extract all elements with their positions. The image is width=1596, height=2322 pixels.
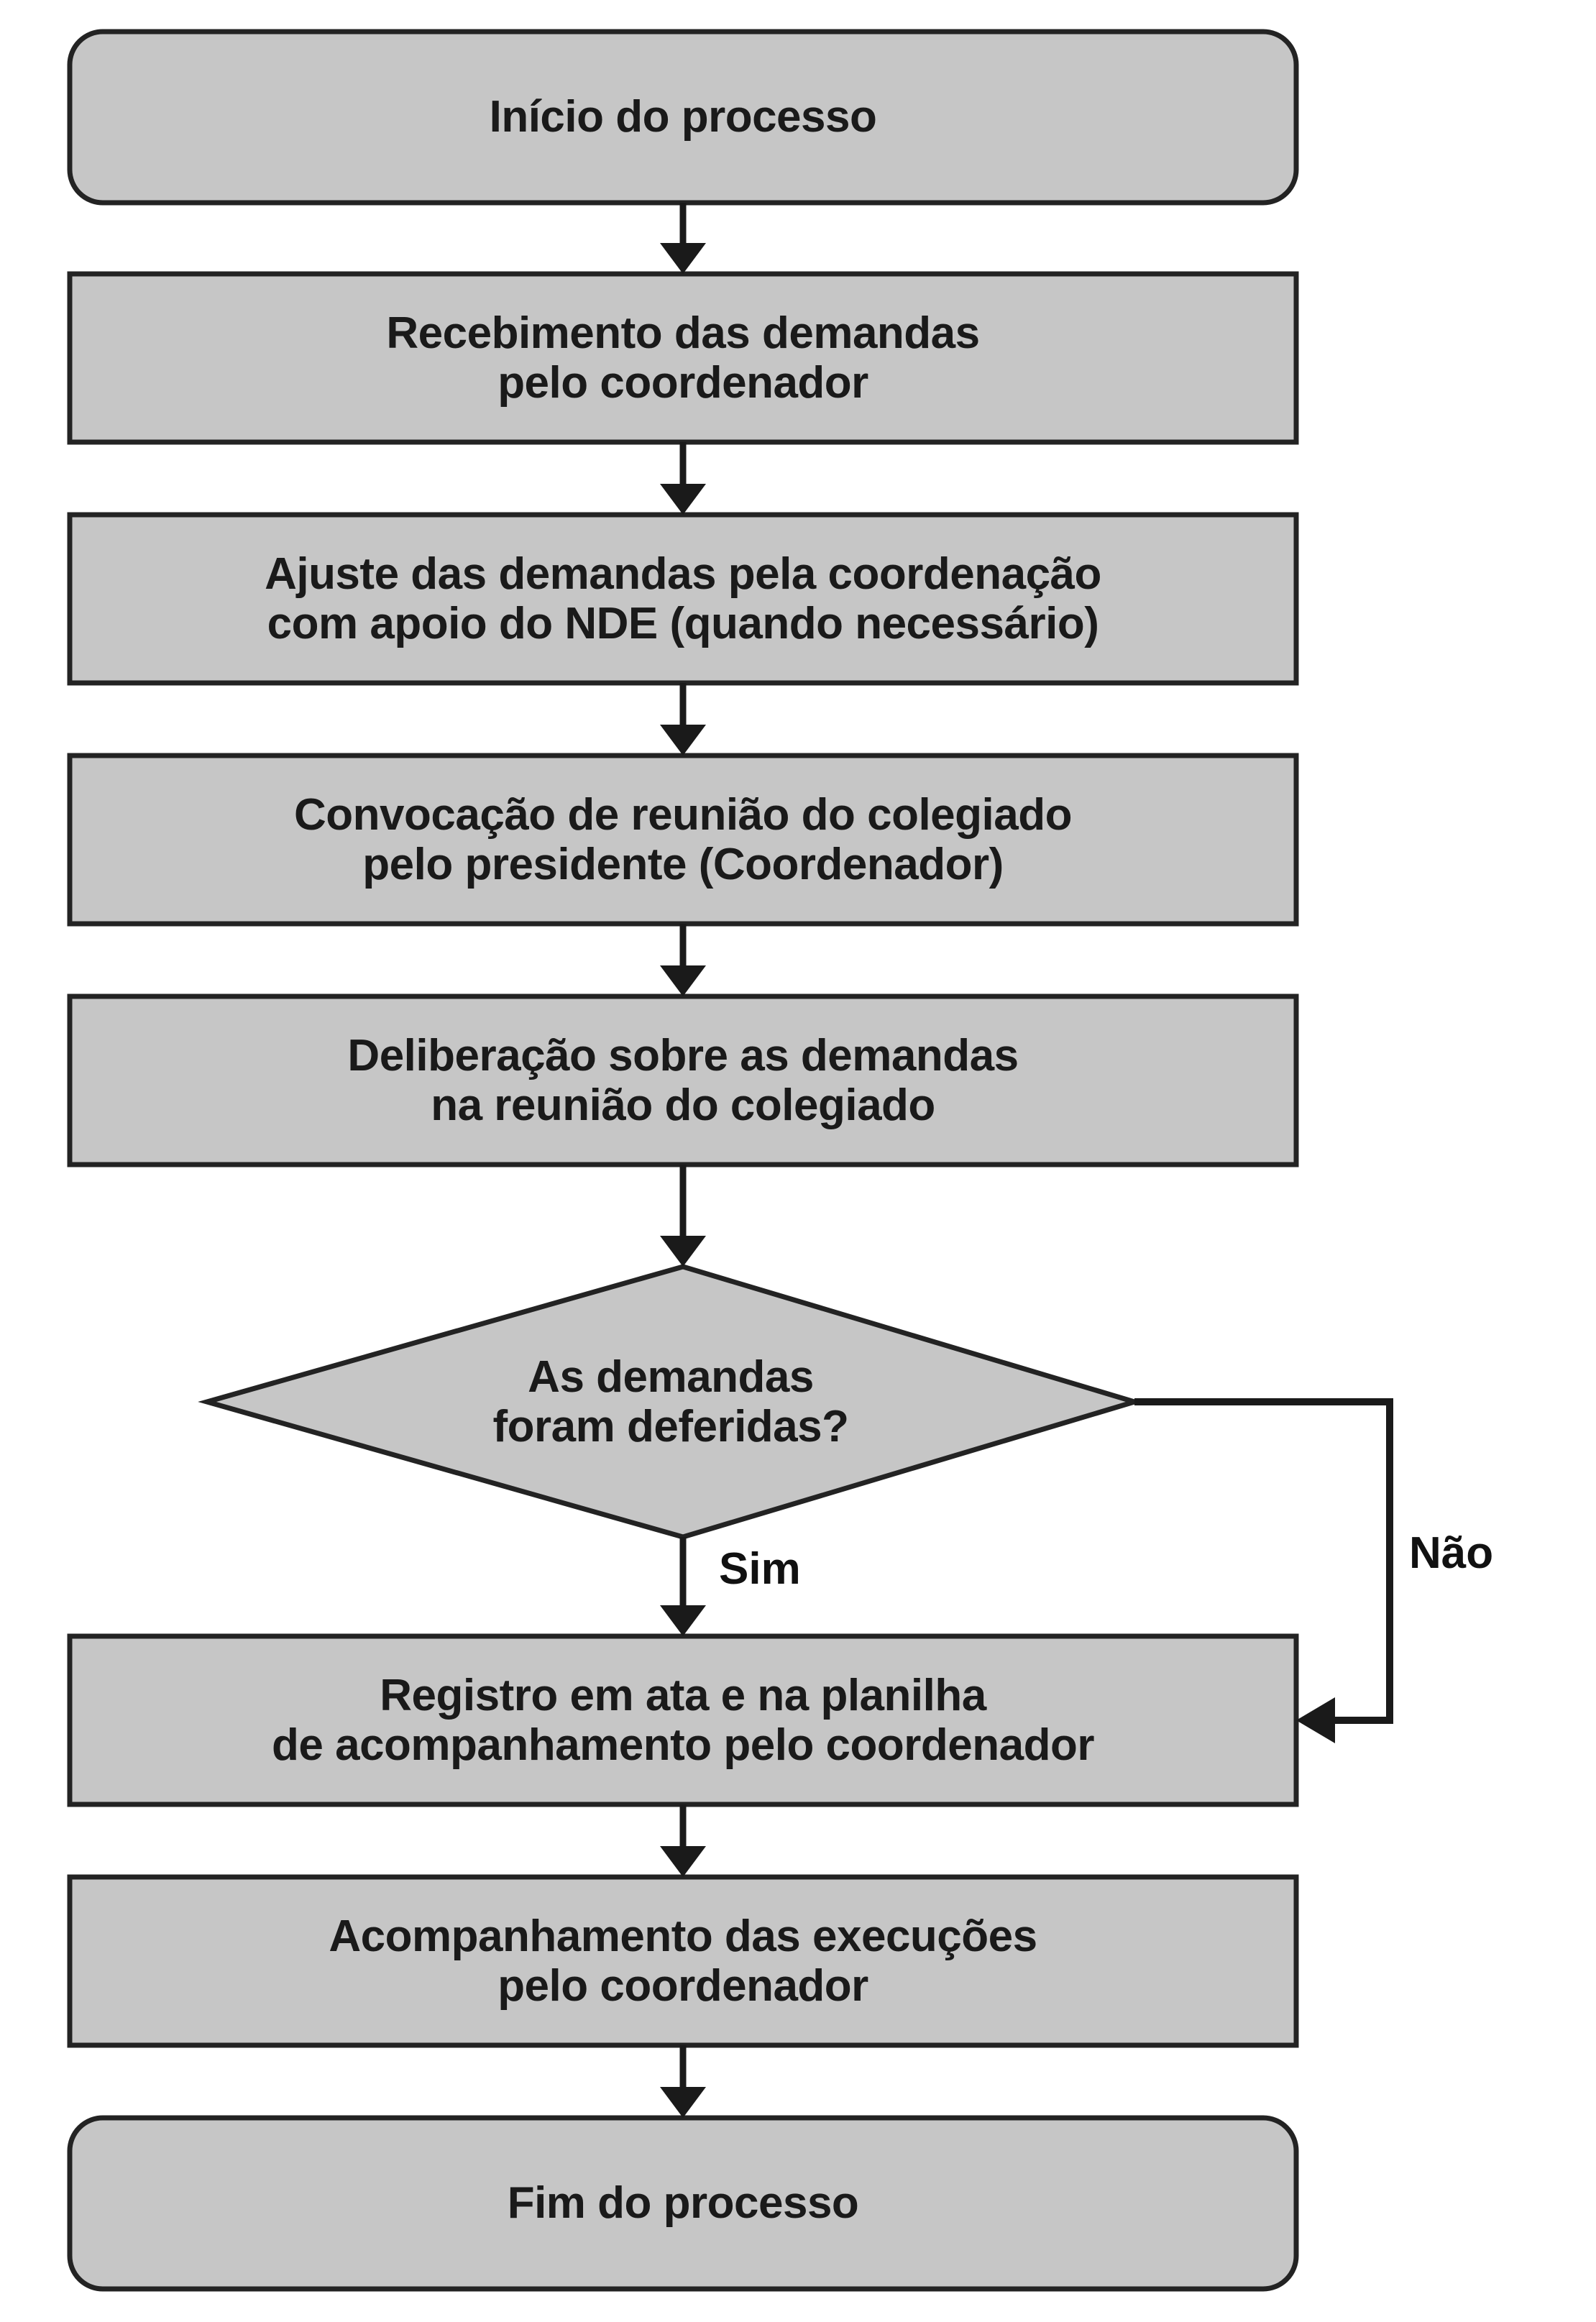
node-ajuste-shape[interactable]	[67, 512, 1299, 686]
connector-convocacao-to-deliberacao	[660, 924, 706, 996]
node-fim-shape[interactable]	[67, 2115, 1299, 2292]
connector-recebimento-to-ajuste	[660, 442, 706, 515]
connector-decisao-nao-to-registro	[1134, 1398, 1393, 1743]
node-start-shape[interactable]	[67, 29, 1299, 206]
node-convocacao-shape[interactable]	[67, 753, 1299, 927]
node-decisao-shape[interactable]	[198, 1264, 1144, 1540]
connector-ajuste-to-convocacao	[660, 683, 706, 756]
node-recebimento-shape[interactable]	[67, 271, 1299, 445]
node-acompanhamento-shape[interactable]	[67, 1874, 1299, 2048]
node-registro-shape[interactable]	[67, 1633, 1299, 1807]
connector-decisao-sim-to-registro	[660, 1537, 706, 1636]
connector-registro-to-acompanhamento	[660, 1804, 706, 1877]
edge-label-sim: Sim	[719, 1544, 801, 1594]
connector-deliberacao-to-decisao	[660, 1165, 706, 1267]
node-deliberacao-shape[interactable]	[67, 993, 1299, 1167]
edge-label-nao: Não	[1409, 1528, 1494, 1578]
connector-acompanhamento-to-fim	[660, 2045, 706, 2118]
connector-start-to-recebimento	[660, 203, 706, 274]
